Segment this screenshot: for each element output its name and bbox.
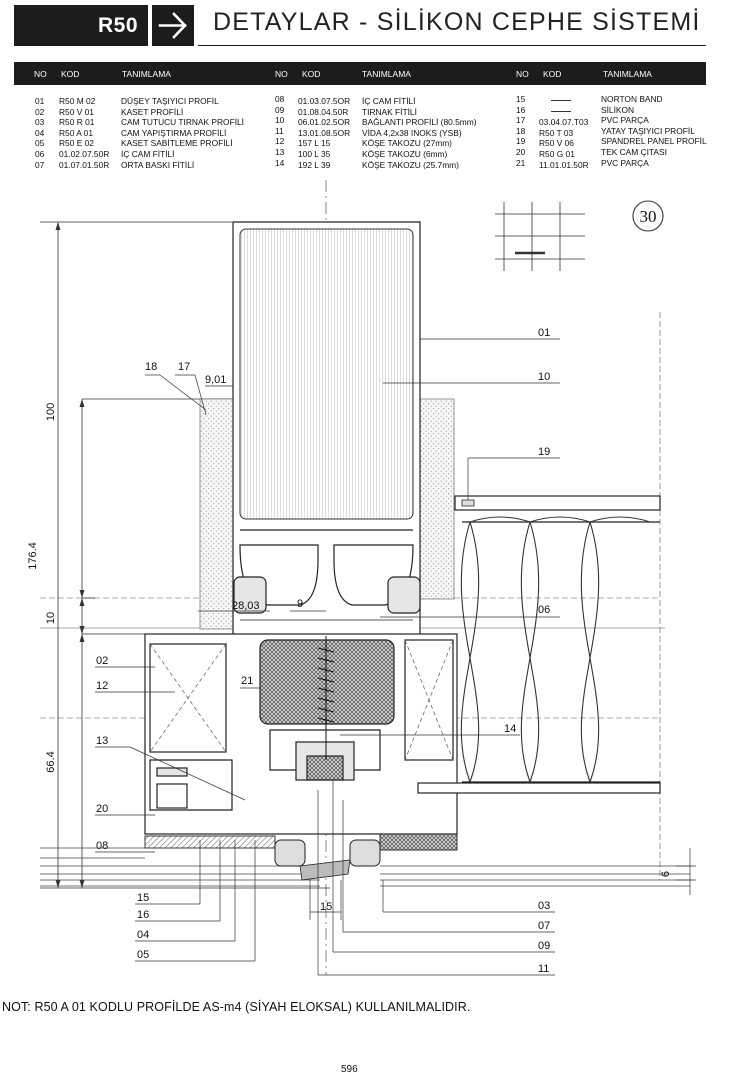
series-code: R50 bbox=[97, 13, 138, 37]
detail-key-grid bbox=[495, 202, 585, 271]
callout-13: 13 bbox=[96, 735, 108, 747]
col-header-kod-3: KOD bbox=[543, 69, 562, 79]
dim-6: 6 bbox=[660, 871, 672, 877]
dim-176-4: 176.4 bbox=[27, 542, 39, 570]
col-header-tanimlama-1: TANIMLAMA bbox=[122, 69, 171, 79]
section-drawing: 30 100 176.4 10 66.4 bbox=[27, 180, 696, 976]
callout-18: 18 bbox=[145, 361, 157, 373]
dim-9: 9 bbox=[297, 598, 303, 610]
empty-code-dash bbox=[551, 100, 571, 101]
parts-no-col-2: 08 09 10 11 12 13 14 bbox=[275, 94, 285, 168]
callout-01: 01 bbox=[538, 327, 550, 339]
tape-strips bbox=[144, 833, 458, 881]
parts-desc-col-1: DÜŞEY TAŞIYICI PROFİL KASET PROFİLİ CAM … bbox=[121, 96, 244, 170]
title-underline bbox=[198, 45, 706, 46]
callout-09: 09 bbox=[538, 940, 550, 952]
callout-05: 05 bbox=[137, 949, 149, 961]
series-code-badge: R50 bbox=[14, 5, 148, 46]
parts-table-header bbox=[14, 62, 706, 85]
footnote: NOT: R50 A 01 KODLU PROFİLDE AS-m4 (SİYA… bbox=[2, 1000, 471, 1014]
detail-number: 30 bbox=[640, 207, 657, 226]
callout-17: 17 bbox=[178, 361, 190, 373]
dim-66-4: 66.4 bbox=[45, 751, 57, 772]
spandrel-panel bbox=[417, 495, 661, 794]
callout-14: 14 bbox=[504, 723, 516, 735]
dim-28-03: 28,03 bbox=[232, 600, 260, 612]
silicone-joint-left bbox=[199, 398, 234, 630]
dim-100: 100 bbox=[45, 403, 57, 421]
horizontal-dimensions bbox=[198, 385, 326, 612]
callout-08: 08 bbox=[96, 840, 108, 852]
lower-dimensions bbox=[309, 848, 696, 920]
callout-20: 20 bbox=[96, 803, 108, 815]
callout-07: 07 bbox=[538, 920, 550, 932]
col-header-kod-2: KOD bbox=[302, 69, 321, 79]
glass-layers bbox=[40, 847, 690, 887]
callout-03: 03 bbox=[538, 900, 550, 912]
parts-kod-col-2: 01.03.07.5OR 01.08.04.50R 06.01.02.5OR 1… bbox=[298, 96, 351, 170]
callout-21: 21 bbox=[241, 675, 253, 687]
page-number: 596 bbox=[341, 1064, 358, 1075]
parts-desc-col-2: İÇ CAM FİTİLİ TIRNAK FİTİLİ BAĞLANTI PRO… bbox=[362, 96, 477, 170]
col-header-no-3: NO bbox=[516, 69, 529, 79]
silicone-joint-right bbox=[419, 398, 455, 600]
dim-10: 10 bbox=[45, 612, 57, 624]
callout-16: 16 bbox=[137, 909, 149, 921]
callout-leaders bbox=[95, 338, 560, 976]
callout-06: 06 bbox=[538, 604, 550, 616]
callout-12: 12 bbox=[96, 680, 108, 692]
transom-profile bbox=[144, 633, 458, 835]
screw bbox=[317, 636, 335, 760]
parts-kod-col-1: R50 M 02 R50 V 01 R50 R 01 R50 A 01 R50 … bbox=[59, 96, 110, 170]
parts-desc-col-3: NORTON BAND SİLİKON PVC PARÇA YATAY TAŞI… bbox=[601, 94, 707, 168]
dim-9-01: 9,01 bbox=[205, 374, 226, 386]
dimension-arrows bbox=[55, 222, 85, 888]
parts-kod-col-3: 03.04.07.T03 R50 T 03 R50 V 06 R50 G 01 … bbox=[539, 117, 589, 170]
col-header-kod-1: KOD bbox=[61, 69, 80, 79]
mullion-profile bbox=[232, 221, 421, 641]
col-header-no-1: NO bbox=[34, 69, 47, 79]
col-header-tanimlama-2: TANIMLAMA bbox=[362, 69, 411, 79]
callout-04: 04 bbox=[137, 929, 149, 941]
callout-11: 11 bbox=[538, 963, 549, 975]
parts-no-col-3: 15 16 17 18 19 20 21 bbox=[516, 94, 526, 168]
callout-15: 15 bbox=[137, 892, 149, 904]
parts-no-col-1: 01 02 03 04 05 06 07 bbox=[35, 96, 45, 170]
detail-number-circle bbox=[632, 200, 664, 232]
empty-code-dash bbox=[551, 111, 571, 112]
callout-10: 10 bbox=[538, 371, 550, 383]
page-title: DETAYLAR - SİLİKON CEPHE SİSTEMİ bbox=[213, 8, 701, 36]
callout-19: 19 bbox=[538, 446, 550, 458]
col-header-tanimlama-3: TANIMLAMA bbox=[603, 69, 652, 79]
dim-15: 15 bbox=[320, 901, 332, 913]
col-header-no-2: NO bbox=[275, 69, 288, 79]
arrow-right-icon bbox=[152, 5, 194, 46]
callout-02: 02 bbox=[96, 655, 108, 667]
